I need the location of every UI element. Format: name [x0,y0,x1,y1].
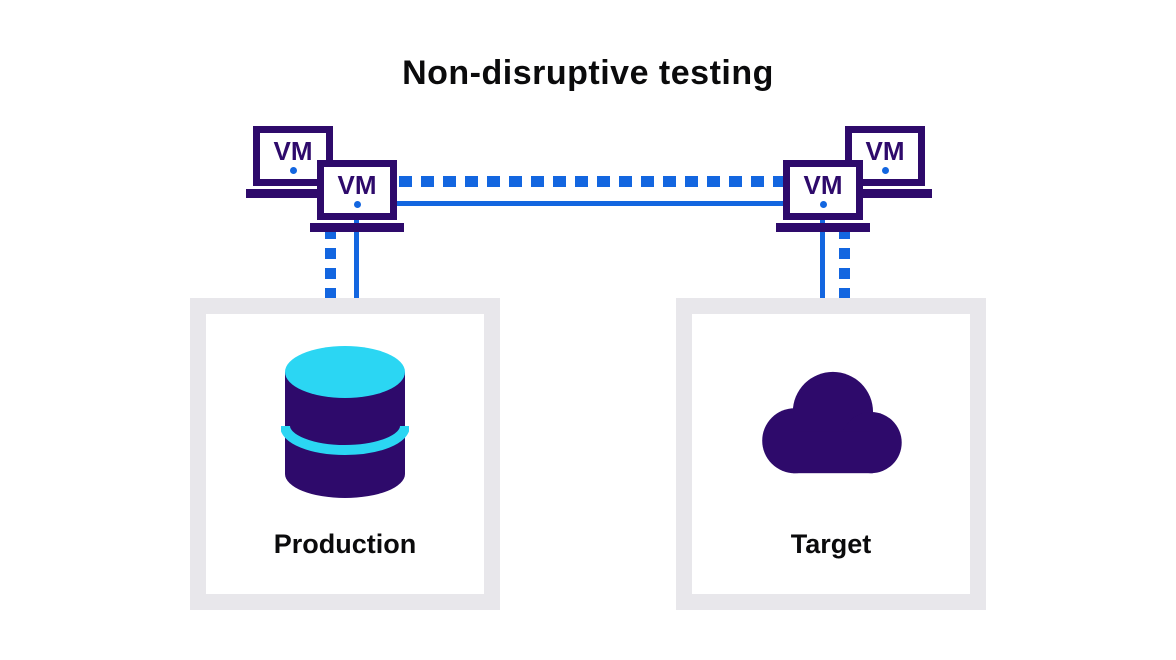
vm-label: VM [865,136,905,166]
production-solid-link [354,210,359,302]
vm-screen: VM [253,126,333,186]
vm-screen: VM [783,160,863,220]
diagram-title: Non-disruptive testing [402,54,774,92]
vm-laptop-left-front: VM [310,160,404,232]
target-solid-link [820,210,825,302]
production-box: Production [190,298,500,610]
vm-laptop-left-back: VM [246,126,340,198]
vm-label: VM [803,170,843,200]
target-dotted-link [839,228,850,300]
laptop-base-bar [776,223,870,232]
production-dotted-link [325,228,336,300]
vm-laptop-right-back: VM [838,126,932,198]
vm-screen: VM [317,160,397,220]
production-box-inner: Production [206,314,484,594]
production-label: Production [273,529,417,559]
laptop-base-bar [838,189,932,198]
vm-laptop-right-front: VM [776,160,870,232]
power-dot-icon [353,201,361,208]
target-box-inner: Target [692,314,970,594]
laptop-base-bar [310,223,404,232]
vm-to-vm-solid-link [355,201,825,206]
target-label: Target [790,529,872,559]
vm-screen: VM [845,126,925,186]
vm-label: VM [337,170,377,200]
power-dot-icon [881,167,889,174]
power-dot-icon [819,201,827,208]
power-dot-icon [289,167,297,174]
target-box: Target [676,298,986,610]
database-icon [281,346,409,498]
vm-to-vm-dotted-link [355,176,825,187]
vm-label: VM [273,136,313,166]
cloud-icon [762,371,902,474]
laptop-base-bar [246,189,340,198]
